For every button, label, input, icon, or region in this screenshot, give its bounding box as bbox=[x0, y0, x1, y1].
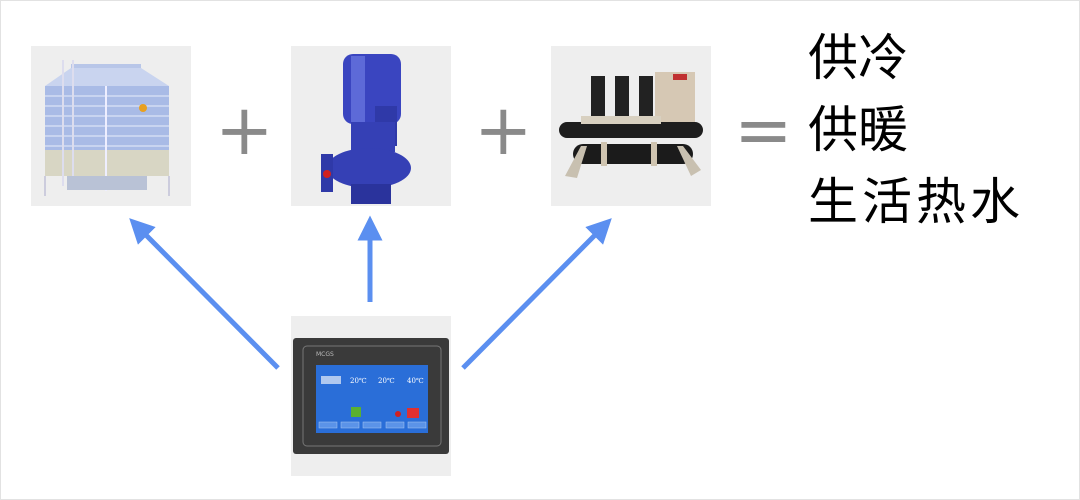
controller-temp-3: 40℃ bbox=[407, 377, 424, 385]
controller-brand: MCGS bbox=[316, 351, 334, 358]
plus-sign-2: + bbox=[474, 89, 533, 171]
controller-temp-2: 20℃ bbox=[378, 377, 395, 385]
result-list: 供冷 供暖 生活热水 bbox=[808, 22, 1024, 238]
result-heating: 供暖 bbox=[808, 101, 908, 159]
water-chiller-image bbox=[551, 46, 711, 206]
result-cooling: 供冷 bbox=[808, 29, 908, 87]
controller-panel-image: MCGS 20℃ 20℃ 40℃ bbox=[291, 316, 451, 476]
plus-sign-1: + bbox=[215, 89, 274, 171]
result-hot-water: 生活热水 bbox=[808, 173, 1024, 231]
water-pump-image bbox=[291, 46, 451, 206]
cooling-tower-image bbox=[31, 46, 191, 206]
equals-sign: = bbox=[734, 89, 793, 171]
controller-temp-1: 20℃ bbox=[350, 377, 367, 385]
